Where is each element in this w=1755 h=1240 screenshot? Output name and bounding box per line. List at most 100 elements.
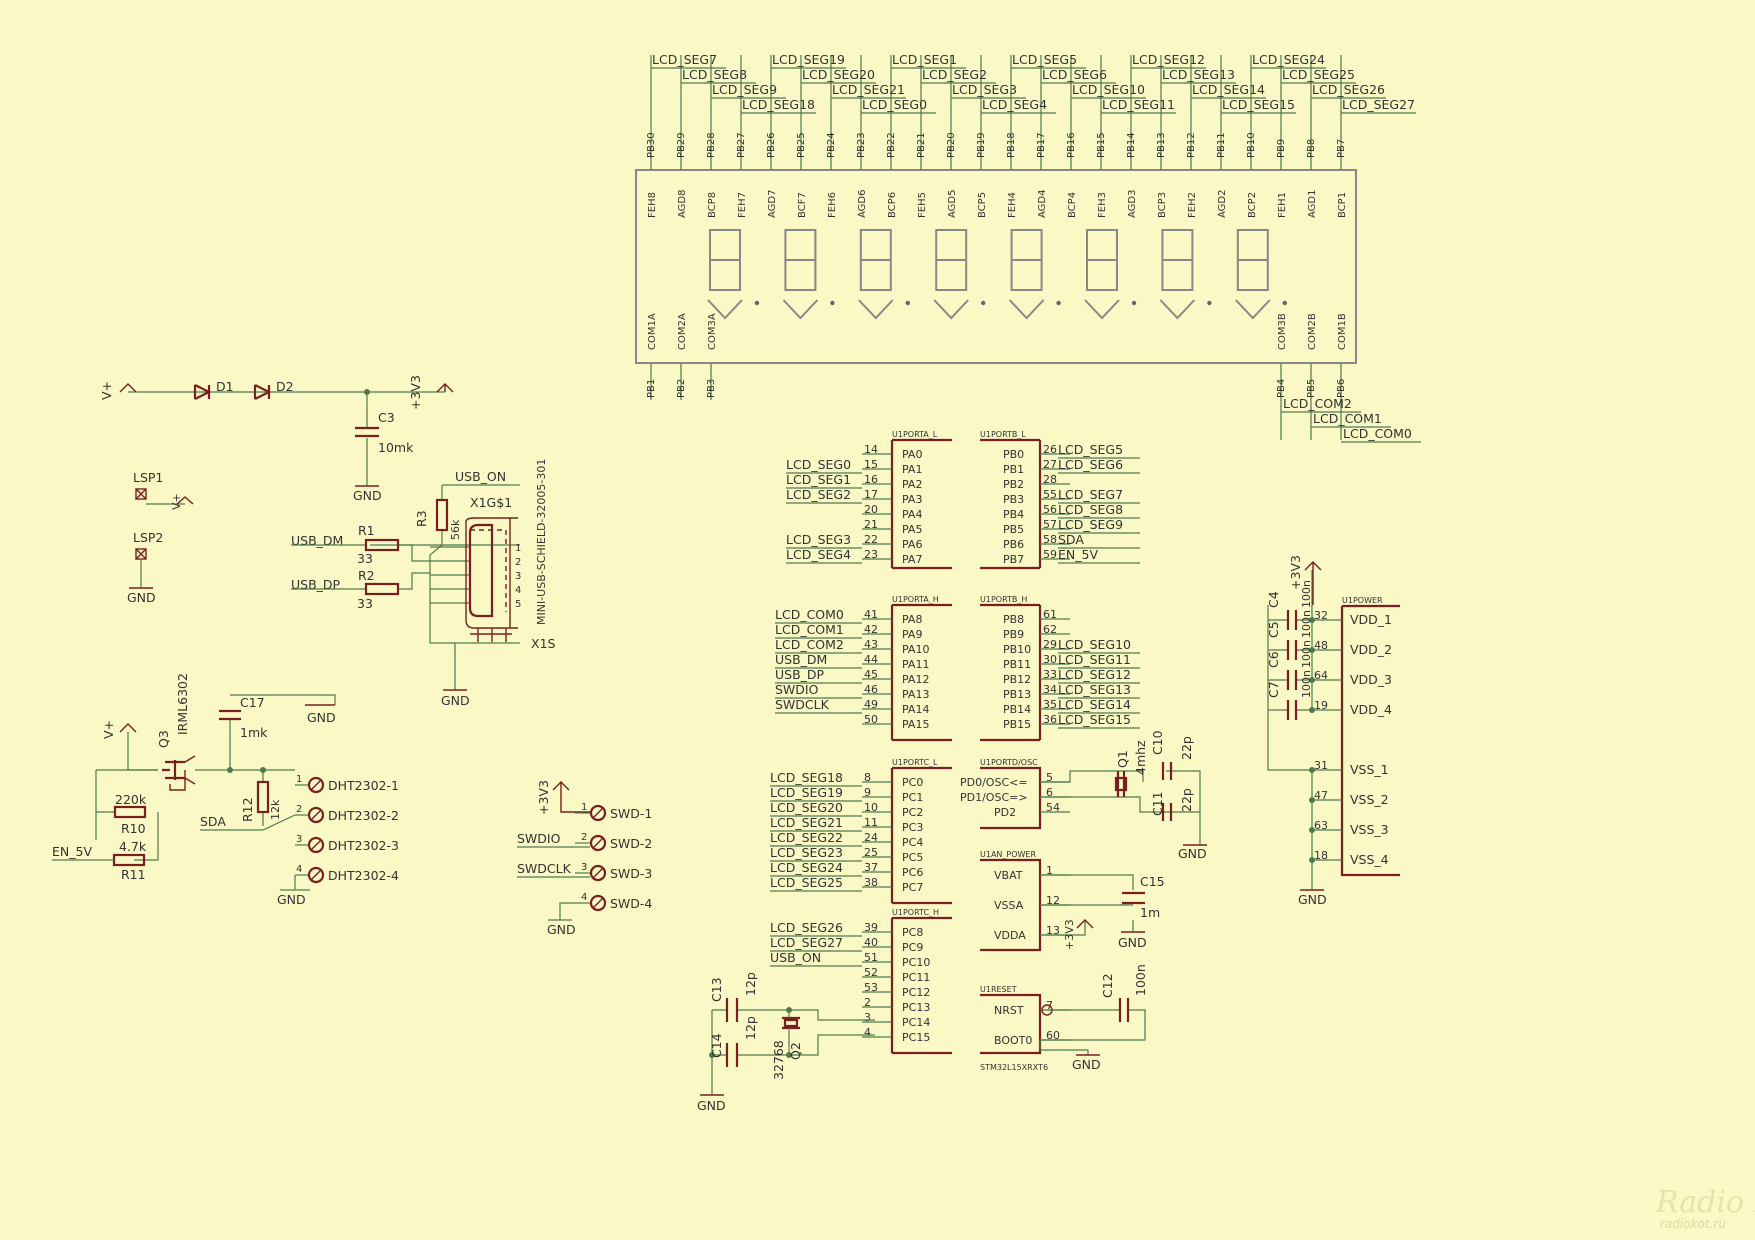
- mcu-pin-number: 8: [864, 771, 871, 784]
- lcd-pin-number: PB14: [1126, 132, 1137, 158]
- resistor-r1: [364, 538, 400, 552]
- mcu-pin-number: 25: [864, 846, 878, 859]
- lcd-outline: [635, 169, 1357, 364]
- gnd-label-7: GND: [1072, 1057, 1101, 1072]
- d2-label: D2: [276, 379, 294, 394]
- mcu-pin-number: 43: [864, 638, 878, 651]
- mcu-pin-name: PB3: [1003, 493, 1024, 506]
- lcd-digits: [707, 229, 1288, 320]
- lcd-net-label: LCD_SEG9: [712, 82, 777, 97]
- diode-d1: [193, 384, 212, 400]
- mcu-pin-name: PA8: [902, 613, 922, 626]
- mcu-pin-name: VDD_4: [1350, 702, 1392, 717]
- lcd-pin-number: PB26: [766, 132, 777, 158]
- mcu-net-label: LCD_SEG6: [1058, 457, 1123, 472]
- r1-value: 33: [357, 551, 373, 566]
- mcu-net-label: SWDCLK: [775, 697, 830, 712]
- mcu-block: U1PORTA_HPA841LCD_COM0PA942LCD_COM1PA104…: [775, 595, 952, 742]
- mcu-pin-number: 19: [1314, 699, 1328, 712]
- lcd-net-label: LCD_SEG6: [1042, 67, 1107, 82]
- q2-label: Q2: [788, 1042, 803, 1060]
- c13-label: C13: [709, 977, 724, 1002]
- q2-value: 32768: [771, 1040, 786, 1080]
- resistor-r3: [435, 498, 449, 532]
- mcu-block: U1PORTA_LPA014PA115LCD_SEG0PA216LCD_SEG1…: [786, 430, 952, 570]
- mcu-net-label: LCD_SEG2: [786, 487, 851, 502]
- mcu-pin-number: 14: [864, 443, 878, 456]
- c3-value: 10mk: [378, 440, 414, 455]
- mcu-pin-number: 46: [864, 683, 878, 696]
- mcu-pin-number: 52: [864, 966, 878, 979]
- lcd-pin-name: AGD5: [947, 190, 958, 218]
- mcu-pin-name: VSS_4: [1350, 852, 1389, 867]
- d1-label: D1: [216, 379, 234, 394]
- dht-terminal-slash: [310, 779, 322, 791]
- swd-terminal-slash: [592, 807, 604, 819]
- mcu-net-label: LCD_SEG20: [770, 800, 843, 815]
- power-input: V+ D1 D2 C3 10mk GND +3V3: [99, 375, 454, 503]
- c15-label: C15: [1140, 874, 1165, 889]
- mcu-pin-number: 39: [864, 921, 878, 934]
- lcd-pin-number: PB23: [856, 132, 867, 158]
- lcd-pin-name: BCP5: [977, 192, 988, 218]
- swd-net-label: SWDIO: [517, 831, 561, 846]
- lcd-digit-chevron: [782, 299, 819, 320]
- mcu-net-label: LCD_SEG23: [770, 845, 843, 860]
- vplus-label-3: V+: [101, 720, 116, 739]
- dht-terminal: [307, 776, 325, 794]
- watermark-logo: Radio KOT: [1655, 1185, 1755, 1220]
- mcu-pin-name: PC11: [902, 971, 930, 984]
- decoupling-capacitor: [1286, 700, 1298, 720]
- mcu-pin-name: PB4: [1003, 508, 1024, 521]
- dht-label: DHT2302-1: [328, 778, 399, 793]
- r11-label: R11: [121, 867, 146, 882]
- usb-pin-number: 5: [515, 599, 521, 610]
- mcu-net-label: EN_5V: [1058, 547, 1098, 562]
- mcu-pin-number: 37: [864, 861, 878, 874]
- mcu-pin-name: PB6: [1003, 538, 1024, 551]
- mcu-net-label: LCD_COM1: [775, 622, 844, 637]
- lcd-pin-number: PB20: [946, 132, 957, 158]
- lcd-bottom-pins: COM1APB1COM2APB2COM3APB3COM3BPB4COM2BPB5…: [646, 313, 1421, 443]
- lcd-decimal-point: [830, 300, 835, 306]
- usb-pin-number: 4: [515, 585, 521, 596]
- r3-value: 56k: [449, 519, 462, 540]
- mcu-pin-name: PC13: [902, 1001, 930, 1014]
- lcd-pin-number: PB10: [1246, 132, 1257, 158]
- mcu-pin-name: PC2: [902, 806, 923, 819]
- c15-value: 1m: [1140, 905, 1160, 920]
- lcd-pin-number: PB11: [1216, 132, 1227, 158]
- mcu-pin-number: 23: [864, 548, 878, 561]
- mcu-pin-number: 34: [1043, 683, 1057, 696]
- mcu-pin-name: PB8: [1003, 613, 1024, 626]
- mcu-pin-name: PC10: [902, 956, 930, 969]
- mcu-pin-name: PB15: [1003, 718, 1031, 731]
- lcd-pin-name: BCP2: [1247, 192, 1258, 218]
- mcu-net-label: USB_DP: [775, 667, 825, 682]
- lcd-decimal-point: [1131, 300, 1137, 306]
- mcu-pin-name: PA2: [902, 478, 922, 491]
- mcu-net-label: LCD_SEG10: [1058, 637, 1131, 652]
- lcd-com-name: COM3B: [1277, 313, 1288, 350]
- mcu-pin-number: 41: [864, 608, 878, 621]
- lcd-decimal-point: [754, 300, 760, 306]
- mcu-pin-number: 22: [864, 533, 878, 546]
- lcd-net-label: LCD_SEG19: [772, 52, 845, 67]
- dht-terminal: [307, 806, 325, 824]
- mcu-pin-name: PC3: [902, 821, 923, 834]
- mcu-pin-number: 5: [1046, 771, 1053, 784]
- mcu-pin-number: 57: [1043, 518, 1057, 531]
- lcd-com-name: COM1B: [1337, 313, 1348, 350]
- r2-label: R2: [358, 568, 375, 583]
- lcd-pin-name: FEH1: [1277, 192, 1288, 218]
- lcd-pin-number: PB15: [1096, 132, 1107, 158]
- hse-oscillator: Q1 4mhz C10 22p C11 22p GND C15 1m GND +…: [1039, 730, 1207, 1072]
- lcd-net-label: LCD_SEG2: [922, 67, 987, 82]
- usb-section: USB_ON R3 56k X1G$1 USB_DM USB_DP R1 R2 …: [291, 459, 556, 708]
- mcu-pin-name: PC6: [902, 866, 923, 879]
- lcd-digit-chevron: [1159, 299, 1196, 320]
- dht-label: DHT2302-4: [328, 868, 399, 883]
- lcd-net-label: LCD_SEG15: [1222, 97, 1295, 112]
- cap-value: 100n: [1300, 670, 1313, 698]
